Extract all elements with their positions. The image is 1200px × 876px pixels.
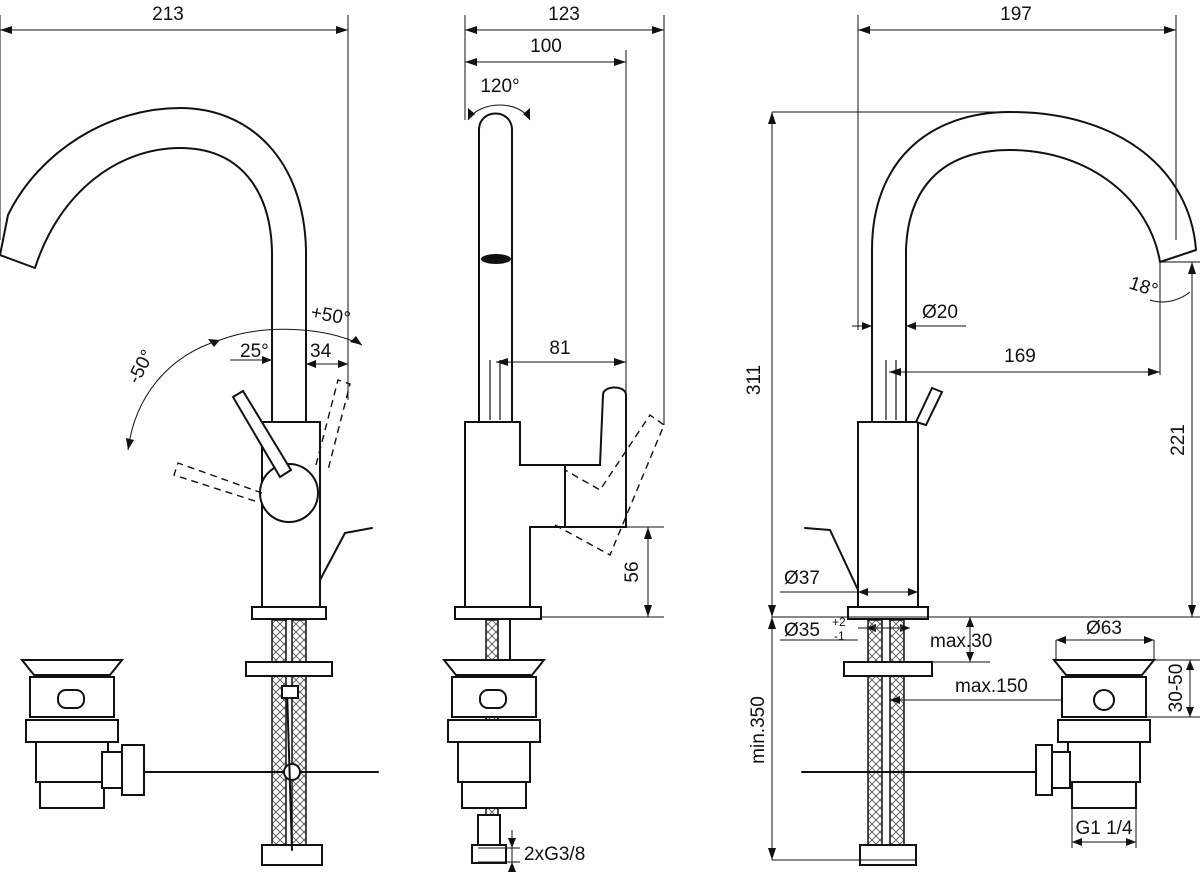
right-nuts (859, 844, 917, 866)
waste-range-label: 30-50 (1166, 664, 1187, 713)
body-diameter-label: Ø37 (784, 568, 820, 589)
angle-25-label: 25° (240, 341, 269, 362)
front-waste (19, 659, 145, 809)
side-body (464, 421, 566, 608)
angle-plus50-label: +50° (309, 302, 352, 330)
dim-right-width-label: 197 (1000, 4, 1032, 25)
waste-diameter-label: Ø63 (1086, 618, 1122, 639)
dim-side-width: 123 (464, 4, 665, 425)
right-base (847, 606, 929, 620)
side-handle (564, 386, 627, 528)
side-handle-rotated (554, 414, 665, 556)
spout-rotation-arc (467, 104, 531, 121)
front-hose-1 (271, 619, 287, 851)
front-handle-hook (319, 527, 373, 581)
front-lever (231, 389, 293, 479)
right-spout (871, 111, 1197, 423)
hole-tol-upper: +2 (832, 615, 846, 629)
popup-max-label: max.150 (955, 676, 1028, 697)
deck-max-label: max.30 (930, 631, 992, 652)
right-body (857, 421, 919, 608)
angle-minus50-label: -50° (124, 347, 159, 388)
right-washer (843, 661, 933, 677)
dim-side-spout-label: 100 (530, 36, 562, 57)
front-base (251, 606, 327, 620)
spout-angle-label: 18° (1126, 273, 1160, 302)
side-base (454, 606, 542, 620)
arc-minus50 (127, 339, 221, 451)
dim-spout-height-label: 221 (1168, 424, 1189, 456)
dim-front-width-label: 213 (152, 4, 184, 25)
right-view: 197 311 221 18° 169 Ø20 (744, 4, 1200, 866)
spout-rotation-label: 120° (480, 76, 519, 97)
front-hose-2 (291, 619, 307, 851)
min-length-label: min.350 (748, 696, 769, 764)
side-waste (441, 659, 547, 809)
hole-diameter-label: Ø35 (784, 620, 820, 641)
side-spout (478, 112, 513, 423)
dim-side-width-label: 123 (548, 4, 580, 25)
side-aerator (481, 254, 511, 264)
dim-right-width: 197 (857, 4, 1177, 330)
right-hose-2 (889, 619, 905, 851)
front-lever-pos-right (315, 379, 351, 471)
arc-plus50 (219, 328, 363, 346)
spout-diameter-label: Ø20 (922, 302, 958, 323)
dim-connection-label: 2xG3/8 (524, 844, 585, 865)
waste-thread-label: G1 1/4 (1075, 818, 1132, 839)
front-washer (245, 661, 333, 677)
dim-spout-reach-label: 169 (1004, 346, 1036, 367)
right-handle-hook (804, 527, 859, 591)
front-view: 213 -50° +50° 25° 34 (0, 4, 379, 866)
front-lever-pos-left (173, 462, 263, 503)
front-lever-hub (259, 463, 319, 523)
dim-body-height-label: 56 (622, 561, 643, 582)
dim-lever-offset-label: 34 (310, 341, 332, 362)
right-waste (1035, 659, 1157, 809)
dim-front-width: 213 (0, 4, 349, 400)
dim-handle-reach-label: 81 (549, 338, 570, 359)
spout-angle-arc (1149, 291, 1191, 303)
side-view: 123 100 120° 81 (441, 4, 665, 872)
right-hose-1 (867, 619, 883, 851)
dim-height-total-label: 311 (744, 365, 765, 395)
hole-tol-lower: -1 (834, 629, 845, 643)
side-nut (471, 844, 507, 864)
front-spout (0, 107, 307, 423)
side-fitting (477, 814, 501, 846)
right-lever (914, 386, 944, 427)
